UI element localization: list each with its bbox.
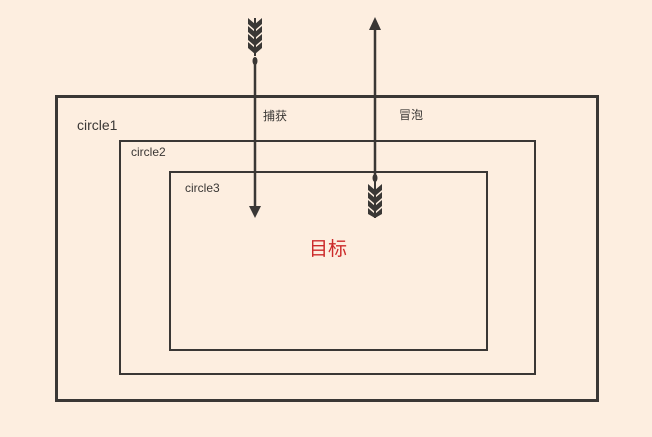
circle2-label: circle2 — [131, 145, 166, 159]
arrow-fletching-icon — [368, 174, 382, 218]
circle1-label: circle1 — [77, 117, 118, 133]
circle1-box — [55, 95, 599, 402]
bubble-label: 冒泡 — [399, 108, 424, 122]
bubble-arrow — [368, 17, 382, 218]
circle3-box — [169, 171, 488, 351]
arrow-fletching-icon — [248, 18, 262, 65]
circle3-label: circle3 — [185, 181, 220, 195]
capture-label: 捕获 — [263, 109, 288, 123]
circle2-box — [119, 140, 536, 375]
capture-arrow — [248, 18, 262, 218]
target-label: 目标 — [309, 239, 348, 260]
